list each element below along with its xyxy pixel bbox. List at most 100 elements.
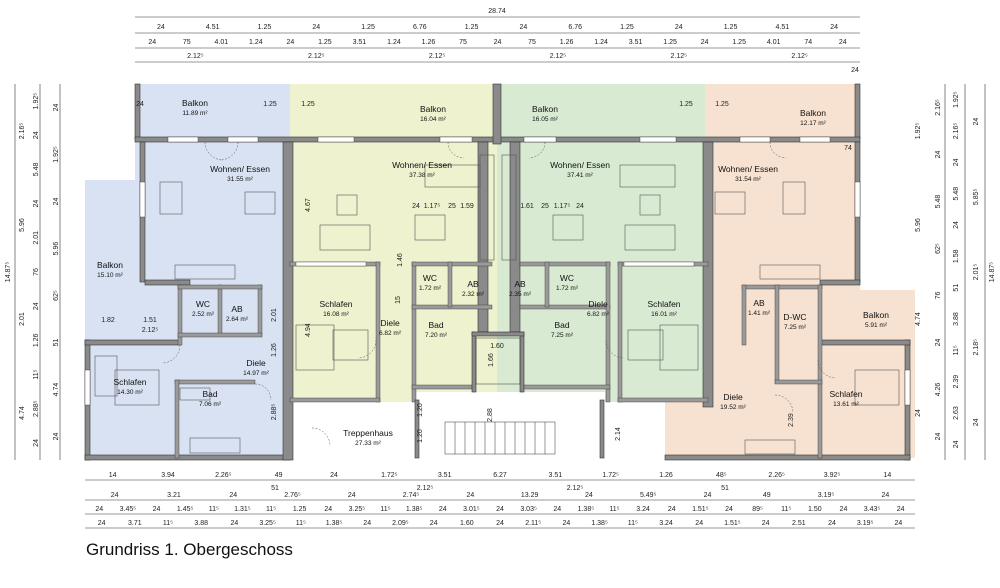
dim-right-c1-2: 4.74: [915, 312, 922, 326]
dim-left-c1-2: 2.01: [19, 312, 26, 326]
dim-bot-r4-26: 24: [840, 506, 848, 513]
dim-bot-r3-7: 13.29: [521, 492, 539, 499]
dim-bot-r5-24: 24: [895, 520, 903, 527]
room-area-schlafen-3: 16.01 m²: [651, 311, 677, 318]
dim-top-r2-1: 75: [183, 39, 191, 46]
dim-bot-r1-7: 6.27: [493, 472, 507, 479]
room-area-bad-1: 7.06 m²: [199, 401, 222, 408]
dim-top-r2-6: 3.51: [353, 39, 367, 46]
dim-top-r2-8: 1.26: [422, 39, 436, 46]
dim-bot-r4-5: 1.31⁵: [234, 506, 251, 513]
dim-right-c3-11: 24: [953, 440, 960, 448]
room-name-wc-3: WC: [560, 273, 574, 283]
dim-bot-r5-15: 1.38⁵: [591, 520, 608, 527]
dim-bot-r1-3: 49: [275, 472, 283, 479]
dim-top-r1-8: 6.76: [568, 24, 582, 31]
room-name-schlafen-4: Schlafen: [829, 389, 862, 399]
room-name-wc-2: WC: [423, 273, 437, 283]
dim-top-r2-0: 24: [148, 39, 156, 46]
dim-top-r2-15: 1.25: [663, 39, 677, 46]
dim-inner-16: 1.17⁵: [424, 203, 441, 210]
dim-right-c3-1: 2.16⁵: [953, 123, 960, 140]
dim-right-c2-7: 24: [935, 433, 942, 441]
dim-inner-1: 1.25: [301, 101, 315, 108]
dim-bot-r5-6: 11⁵: [296, 520, 306, 527]
windows: [84, 136, 911, 406]
dim-bot-r4-28: 24: [897, 506, 905, 513]
dim-top-r2-13: 1.24: [594, 39, 608, 46]
room-name-balkon-1b: Balkon: [97, 260, 123, 270]
dim-right-c1-0: 1.92⁵: [915, 123, 922, 140]
dim-bot-r5-1: 3.71: [128, 520, 142, 527]
room-area-schlafen-2: 16.08 m²: [323, 311, 349, 318]
plan-caption: Grundriss 1. Obergeschoss: [86, 540, 293, 559]
dim-inner-9: 2.01: [271, 308, 278, 322]
room-area-balkon-4: 12.17 m²: [800, 120, 826, 127]
room-area-wc-2: 1.72 m²: [419, 285, 442, 292]
dim-right-total: 14.87⁵: [989, 262, 996, 283]
dim-bot-r3-12: 3.19⁵: [818, 492, 835, 499]
dim-left-c2-5: 76: [33, 268, 40, 276]
dim-bot-r3-0: 24: [111, 492, 119, 499]
dim-top-r1-6: 1.25: [465, 24, 479, 31]
room-area-ab-3: 2.35 m²: [509, 291, 532, 298]
dim-bot-r4-20: 24: [668, 506, 676, 513]
room-name-balkon-2: Balkon: [420, 104, 446, 114]
dim-top-r2-12: 1.26: [560, 39, 574, 46]
dim-right-c4-2: 2.01⁵: [973, 264, 980, 281]
dim-top-r1-10: 24: [675, 24, 683, 31]
dim-bot-r1-11: 48⁵: [716, 472, 727, 479]
dim-bot-r5-16: 11⁵: [628, 520, 638, 527]
room-name-diele-3: Diele: [588, 299, 608, 309]
dim-inner-4: 24: [136, 101, 144, 108]
dim-top-r2-17: 1.25: [732, 39, 746, 46]
dim-bot-r5-3: 3.88: [194, 520, 208, 527]
dim-inner-8: 4.94: [305, 323, 312, 337]
room-area-balkon-3: 16.05 m²: [532, 116, 558, 123]
dim-bot-r4-16: 24: [553, 506, 561, 513]
dim-right-c4-0: 24: [973, 118, 980, 126]
room-name-schlafen-2: Schlafen: [319, 299, 352, 309]
dim-bot-r5-9: 2.09⁵: [392, 520, 409, 527]
room-area-treppenhaus: 27.33 m²: [355, 440, 381, 447]
dim-inner-5: 24: [851, 67, 859, 74]
dim-inner-18: 1.59: [460, 203, 474, 210]
room-area-bad-2: 7.20 m²: [425, 332, 448, 339]
dim-top-r2-2: 4.01: [214, 39, 228, 46]
dim-inner-26: 1.66: [488, 353, 495, 367]
dim-inner-12: 1.82: [101, 317, 115, 324]
dim-inner-17: 25: [448, 203, 456, 210]
room-name-ab-1: AB: [231, 304, 243, 314]
dim-bot-r4-15: 3.03⁵: [520, 506, 537, 513]
room-name-schlafen-1: Schlafen: [113, 377, 146, 387]
dim-top-r2-16: 24: [701, 39, 709, 46]
dimension-lines: [14, 16, 986, 529]
dim-inner-6: 74: [844, 145, 852, 152]
room-area-wohnen-4: 31.54 m²: [735, 176, 761, 183]
unit-floors: [85, 84, 915, 458]
dim-bot-r5-23: 3.19⁵: [857, 520, 874, 527]
dim-inner-22: 24: [576, 203, 584, 210]
dim-inner-3: 1.25: [715, 101, 729, 108]
dim-top-r2-5: 1.25: [318, 39, 332, 46]
dim-left-c3-7: 24: [53, 433, 60, 441]
dim-bot-r1-10: 1.26: [659, 472, 673, 479]
dim-left-c3-3: 5.96: [53, 242, 60, 256]
dim-right-c2-3: 62⁵: [935, 243, 942, 254]
room-name-balkon-1: Balkon: [182, 98, 208, 108]
room-name-wc-1: WC: [196, 299, 210, 309]
dim-bot-r3-8: 24: [585, 492, 593, 499]
dim-bot-r2-2: 2.12⁵: [567, 485, 584, 492]
dim-top-r2-7: 1.24: [387, 39, 401, 46]
dim-bot-r4-7: 1.25: [293, 506, 307, 513]
dim-top-r3-5: 2.12⁵: [791, 53, 808, 60]
dim-inner-14: 2.12⁵: [142, 327, 159, 334]
dim-bot-r1-8: 3.51: [549, 472, 563, 479]
room-area-ab-1: 2.64 m²: [226, 316, 249, 323]
furniture: [94, 154, 900, 455]
dim-top-r2-14: 3.51: [629, 39, 643, 46]
dim-top-r3-3: 2.12⁵: [550, 53, 567, 60]
room-area-balkon-4b: 5.91 m²: [865, 322, 888, 329]
doors: [161, 141, 837, 447]
room-area-ab-4: 1.41 m²: [748, 310, 771, 317]
